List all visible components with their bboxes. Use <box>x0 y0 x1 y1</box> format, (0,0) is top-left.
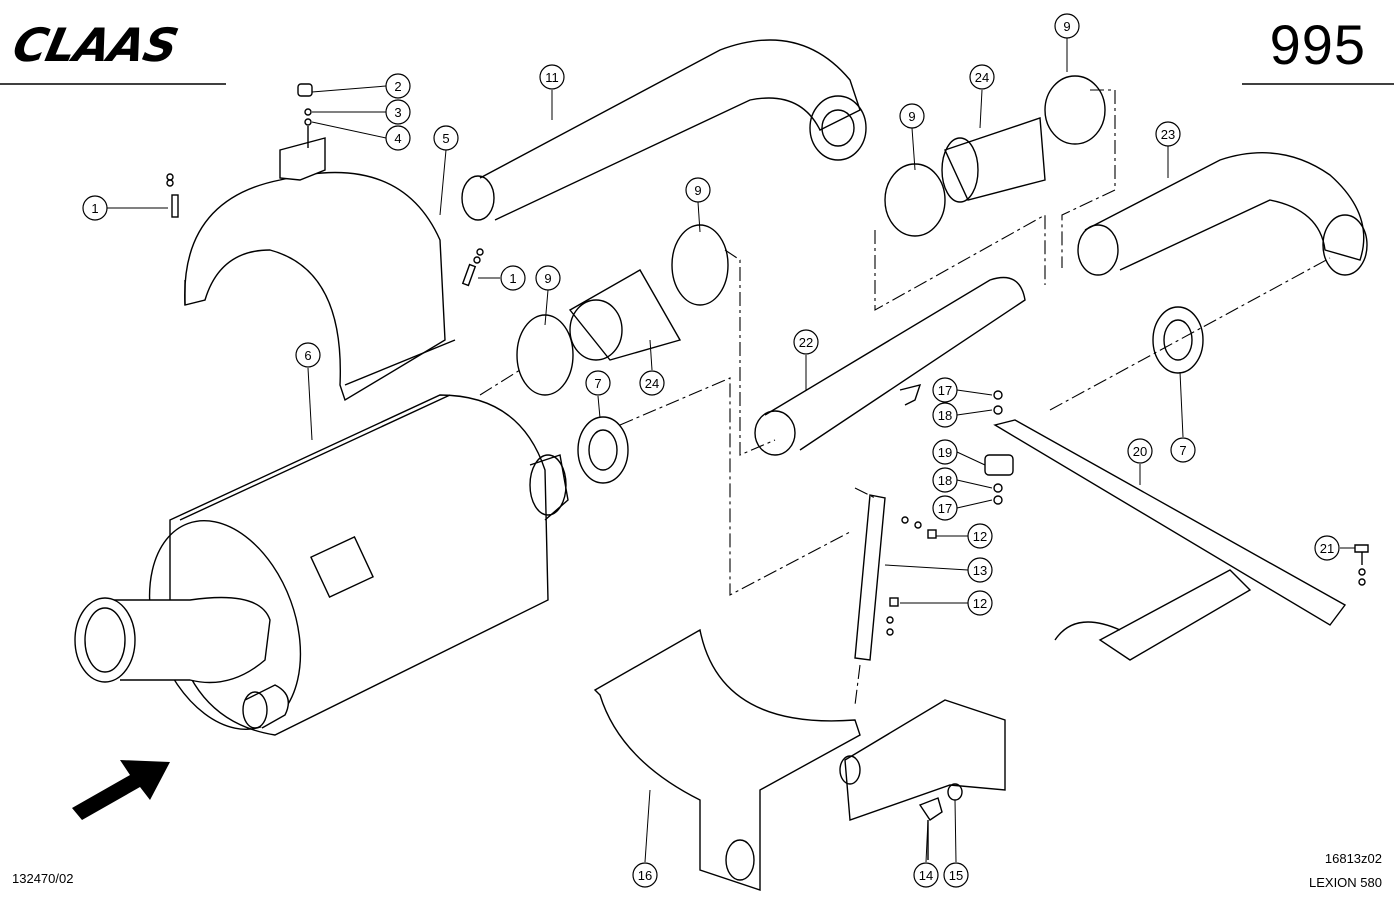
callout-9c <box>899 103 925 129</box>
callout-9b <box>685 177 711 203</box>
exhaust-pipe-right <box>1077 152 1368 276</box>
svg-text:1: 1 <box>509 271 516 286</box>
svg-text:16: 16 <box>638 868 652 883</box>
svg-text:15: 15 <box>949 868 963 883</box>
callout-7b <box>1170 437 1196 463</box>
svg-text:7: 7 <box>594 376 601 391</box>
callout-16 <box>632 862 658 888</box>
svg-text:9: 9 <box>1063 19 1070 34</box>
svg-text:13: 13 <box>973 563 987 578</box>
callout-14 <box>913 862 939 888</box>
svg-text:12: 12 <box>973 529 987 544</box>
callout-3 <box>385 99 411 125</box>
clamps-and-sleeves <box>516 75 1106 396</box>
assembly-center-lines <box>479 89 1331 706</box>
svg-text:24: 24 <box>645 376 659 391</box>
svg-text:5: 5 <box>442 131 449 146</box>
callout-17a <box>932 377 958 403</box>
svg-text:1: 1 <box>91 201 98 216</box>
page-number: 995 <box>1269 13 1366 76</box>
svg-text:24: 24 <box>975 70 989 85</box>
svg-text:4: 4 <box>394 131 401 146</box>
svg-text:23: 23 <box>1161 127 1175 142</box>
svg-text:19: 19 <box>938 445 952 460</box>
callout-9d <box>1054 13 1080 39</box>
callout-7a <box>585 370 611 396</box>
svg-text:20: 20 <box>1133 444 1147 459</box>
callout-20 <box>1127 438 1153 464</box>
support-strap <box>854 494 937 661</box>
svg-text:17: 17 <box>938 501 952 516</box>
callout-12b <box>967 590 993 616</box>
svg-text:18: 18 <box>938 408 952 423</box>
callout-5 <box>433 125 459 151</box>
lower-cradle <box>593 628 1006 891</box>
callout-17b <box>932 495 958 521</box>
callout-6 <box>295 342 321 368</box>
callout-24b <box>639 370 665 396</box>
footer-model: LEXION 580 <box>1309 875 1382 890</box>
svg-text:6: 6 <box>304 348 311 363</box>
exhaust-pipe-upper <box>461 39 867 221</box>
svg-text:21: 21 <box>1320 541 1334 556</box>
callout-21 <box>1314 535 1340 561</box>
svg-text:7: 7 <box>1179 443 1186 458</box>
support-beam <box>993 419 1347 661</box>
callout-22 <box>793 329 819 355</box>
callout-1b <box>500 265 526 291</box>
callout-24a <box>969 64 995 90</box>
callout-9a <box>535 265 561 291</box>
svg-text:12: 12 <box>973 596 987 611</box>
callout-11 <box>539 64 565 90</box>
svg-text:17: 17 <box>938 383 952 398</box>
callout-4 <box>385 125 411 151</box>
callout-18a <box>932 402 958 428</box>
callout-18b <box>932 467 958 493</box>
svg-text:9: 9 <box>908 109 915 124</box>
svg-text:14: 14 <box>919 868 933 883</box>
svg-text:9: 9 <box>544 271 551 286</box>
callout-numbers: 1 1 2 3 4 5 6 7 7 9 9 9 9 11 12 12 13 14… <box>91 19 1334 883</box>
svg-text:22: 22 <box>799 335 813 350</box>
svg-text:18: 18 <box>938 473 952 488</box>
svg-text:3: 3 <box>394 105 401 120</box>
callout-19 <box>932 439 958 465</box>
callout-12a <box>967 523 993 549</box>
knob-and-bolts <box>166 83 484 287</box>
callout-13 <box>967 557 993 583</box>
callout-1a <box>82 195 108 221</box>
direction-arrow-icon <box>72 760 170 820</box>
heat-shield-upper <box>184 137 456 402</box>
bolt-right <box>1354 544 1369 586</box>
callout-2 <box>385 73 411 99</box>
callout-23 <box>1155 121 1181 147</box>
svg-text:9: 9 <box>694 183 701 198</box>
callout-leader-lines <box>107 38 1355 863</box>
callout-bubbles <box>82 13 1340 888</box>
silencer-drum <box>74 394 569 736</box>
svg-text:2: 2 <box>394 79 401 94</box>
exhaust-pipe-middle <box>754 276 1026 456</box>
svg-text:11: 11 <box>545 70 559 85</box>
footer-drawing-code: 16813z02 <box>1324 851 1382 866</box>
footer-left-code: 132470/02 <box>12 871 74 886</box>
callout-15 <box>943 862 969 888</box>
